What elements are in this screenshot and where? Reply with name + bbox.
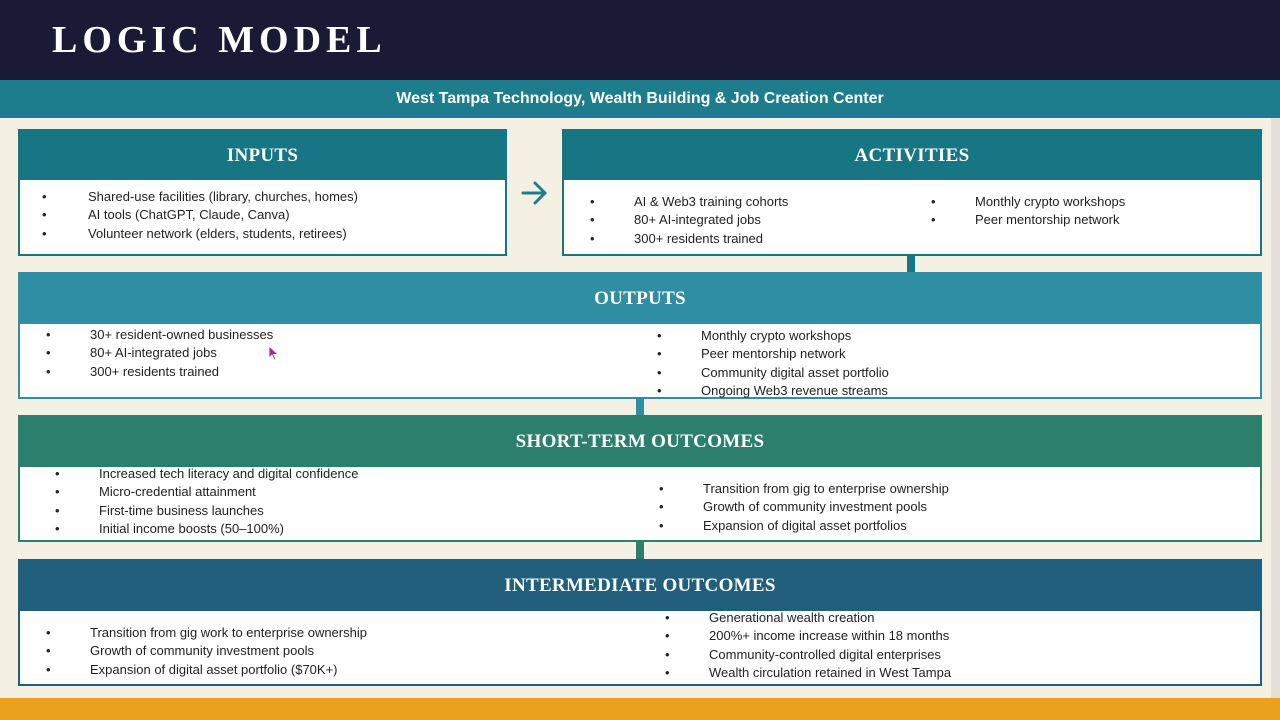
list-item: 80+ AI-integrated jobs [46, 344, 273, 363]
intermediate-header: INTERMEDIATE OUTCOMES [20, 561, 1260, 611]
list-item: AI & Web3 training cohorts [590, 193, 789, 212]
intermediate-left-list: Transition from gig work to enterprise o… [46, 624, 367, 680]
list-item: Growth of community investment pools [46, 642, 367, 661]
connector-activities-outputs [907, 255, 915, 275]
inputs-box: INPUTS Shared-use facilities (library, c… [18, 129, 507, 256]
list-item: Micro-credential attainment [55, 483, 358, 502]
list-item: Wealth circulation retained in West Tamp… [665, 664, 951, 683]
arrow-right-icon [521, 181, 547, 205]
intermediate-right-list: Generational wealth creation 200%+ incom… [665, 609, 951, 683]
connector-outputs-shortterm [636, 398, 644, 418]
short-term-title: SHORT-TERM OUTCOMES [515, 431, 765, 452]
outputs-right-list: Monthly crypto workshops Peer mentorship… [657, 327, 889, 401]
list-item: Initial income boosts (50–100%) [55, 520, 358, 539]
list-item: Generational wealth creation [665, 609, 951, 628]
slide-edge-strip [1271, 118, 1280, 698]
inputs-title: INPUTS [226, 144, 299, 166]
activities-title: ACTIVITIES [854, 144, 970, 166]
list-item: 30+ resident-owned businesses [46, 326, 273, 345]
page-subtitle: West Tampa Technology, Wealth Building &… [396, 90, 884, 107]
page-title: LOGIC MODEL [52, 19, 387, 61]
inputs-header: INPUTS [20, 131, 505, 180]
short-term-outcomes-box: SHORT-TERM OUTCOMES Increased tech liter… [18, 415, 1262, 542]
list-item: Monthly crypto workshops [657, 327, 889, 346]
list-item: Expansion of digital asset portfolio ($7… [46, 661, 367, 680]
list-item: AI tools (ChatGPT, Claude, Canva) [42, 206, 358, 225]
activities-header: ACTIVITIES [564, 131, 1260, 180]
list-item: Ongoing Web3 revenue streams [657, 382, 889, 401]
outputs-left-list: 30+ resident-owned businesses 80+ AI-int… [46, 326, 273, 382]
list-item: 300+ residents trained [590, 230, 788, 249]
short-term-left-list: Increased tech literacy and digital conf… [55, 465, 359, 539]
list-item: Community digital asset portfolio [657, 364, 889, 383]
list-item: Growth of community investment pools [659, 498, 949, 517]
list-item: Transition from gig to enterprise owners… [659, 480, 949, 499]
list-item: Peer mentorship network [931, 211, 1125, 230]
list-item: Volunteer network (elders, students, ret… [42, 225, 358, 244]
title-bar: LOGIC MODEL [0, 0, 1280, 80]
outputs-title: OUTPUTS [594, 288, 686, 309]
activities-left-list: AI & Web3 training cohorts 80+ AI-integr… [590, 193, 789, 249]
outputs-header: OUTPUTS [20, 274, 1260, 324]
bottom-accent-bar [0, 698, 1280, 720]
list-item: 80+ AI-integrated jobs [590, 211, 788, 230]
list-item: 300+ residents trained [46, 363, 273, 382]
connector-shortterm-intermediate [636, 541, 644, 561]
list-item: Shared-use facilities (library, churches… [42, 188, 358, 207]
inputs-list: Shared-use facilities (library, churches… [42, 188, 358, 244]
outputs-box: OUTPUTS 30+ resident-owned businesses 80… [18, 272, 1262, 401]
short-term-right-list: Transition from gig to enterprise owners… [659, 480, 949, 536]
short-term-header: SHORT-TERM OUTCOMES [20, 417, 1260, 467]
list-item: Transition from gig work to enterprise o… [46, 624, 367, 643]
mouse-cursor-icon [268, 345, 280, 361]
list-item: 200%+ income increase within 18 months [665, 627, 951, 646]
activities-box: ACTIVITIES AI & Web3 training cohorts 80… [562, 129, 1262, 256]
list-item: Monthly crypto workshops [931, 193, 1125, 212]
list-item: Peer mentorship network [657, 345, 889, 364]
subtitle-bar: West Tampa Technology, Wealth Building &… [0, 80, 1280, 118]
list-item: Community-controlled digital enterprises [665, 646, 951, 665]
intermediate-outcomes-box: INTERMEDIATE OUTCOMES Transition from gi… [18, 559, 1262, 686]
intermediate-title: INTERMEDIATE OUTCOMES [504, 575, 776, 596]
list-item: Increased tech literacy and digital conf… [55, 465, 359, 484]
list-item: First-time business launches [55, 502, 358, 521]
list-item: Expansion of digital asset portfolios [659, 517, 949, 536]
activities-right-list: Monthly crypto workshops Peer mentorship… [931, 193, 1125, 230]
